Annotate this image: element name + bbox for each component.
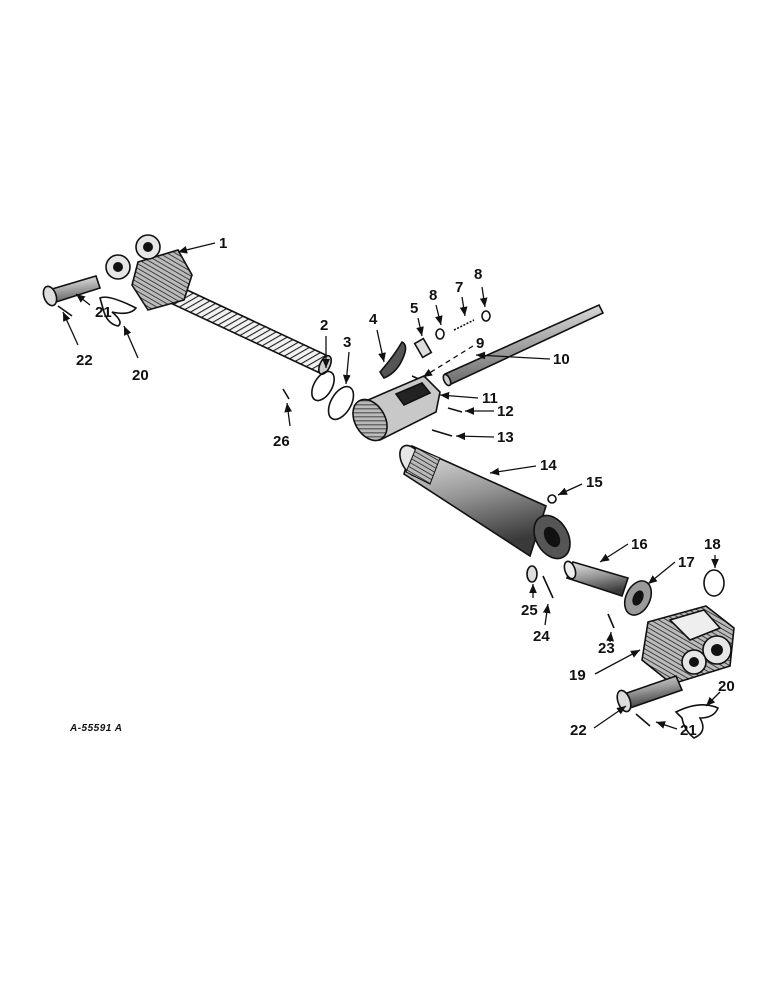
part-18-ring bbox=[703, 569, 725, 597]
threaded-shank bbox=[163, 280, 329, 376]
part-24-roll-pin bbox=[542, 575, 554, 599]
callout-22-left: 22 bbox=[76, 352, 93, 369]
part-5-plunger bbox=[413, 337, 433, 359]
callout-26: 26 bbox=[273, 433, 290, 450]
part-15-set-screw bbox=[547, 494, 557, 504]
part-16-pin bbox=[565, 561, 630, 598]
part-19-lower-clevis bbox=[641, 605, 735, 685]
part-8-ball-a bbox=[435, 328, 445, 340]
part-14-tube bbox=[399, 444, 571, 560]
callout-21-right: 21 bbox=[680, 722, 697, 739]
callout-13: 13 bbox=[497, 429, 514, 446]
callout-7: 7 bbox=[455, 279, 463, 296]
part-21-clevis-pin-left bbox=[42, 275, 102, 307]
part-23-pin bbox=[607, 613, 615, 629]
callout-15: 15 bbox=[586, 474, 603, 491]
callout-14: 14 bbox=[540, 457, 557, 474]
callout-9: 9 bbox=[476, 335, 484, 352]
callout-21-left: 21 bbox=[95, 304, 112, 321]
part-3-washer bbox=[327, 385, 355, 421]
part-7-spring bbox=[453, 319, 475, 331]
callout-5: 5 bbox=[410, 300, 418, 317]
callout-20-left: 20 bbox=[132, 367, 149, 384]
part-13-pin bbox=[431, 429, 453, 437]
part-22-cotter-right bbox=[635, 713, 651, 727]
callout-12: 12 bbox=[497, 403, 514, 420]
part-22-cotter-left bbox=[57, 305, 73, 317]
callout-3: 3 bbox=[343, 334, 351, 351]
callout-4: 4 bbox=[369, 311, 378, 328]
part-11-housing bbox=[352, 375, 441, 442]
callout-10: 10 bbox=[553, 351, 570, 368]
callout-2: 2 bbox=[320, 317, 328, 334]
callout-16: 16 bbox=[631, 536, 648, 553]
callout-18: 18 bbox=[704, 536, 721, 553]
part-1-upper-clevis bbox=[105, 234, 332, 376]
callout-19: 19 bbox=[569, 667, 586, 684]
part-8-ball-b bbox=[481, 310, 491, 322]
clevis-body bbox=[131, 249, 193, 311]
callout-22-right: 22 bbox=[570, 722, 587, 739]
part-25-plug bbox=[526, 565, 538, 583]
callout-23: 23 bbox=[598, 640, 615, 657]
callout-labels: 1 2 3 4 5 8 7 8 9 10 11 12 13 14 15 16 1… bbox=[76, 235, 735, 739]
part-2-snap-ring bbox=[311, 370, 335, 402]
callout-1: 1 bbox=[219, 235, 227, 252]
part-26-pin bbox=[282, 388, 290, 400]
part-4-latch bbox=[378, 340, 407, 379]
callout-25: 25 bbox=[521, 602, 538, 619]
part-20-spring-clip-left bbox=[99, 296, 138, 327]
leader-lines bbox=[62, 242, 721, 730]
callout-24: 24 bbox=[533, 628, 550, 645]
callout-17: 17 bbox=[678, 554, 695, 571]
part-21-clevis-pin-right bbox=[616, 675, 684, 713]
callout-11: 11 bbox=[482, 390, 498, 407]
callout-8a: 8 bbox=[429, 287, 437, 304]
callout-8b: 8 bbox=[474, 266, 482, 283]
part-10-rod bbox=[443, 303, 605, 387]
callout-20-right: 20 bbox=[718, 678, 735, 695]
part-12-pin bbox=[447, 407, 463, 413]
drawing-reference-number: A-55591 A bbox=[69, 723, 123, 734]
